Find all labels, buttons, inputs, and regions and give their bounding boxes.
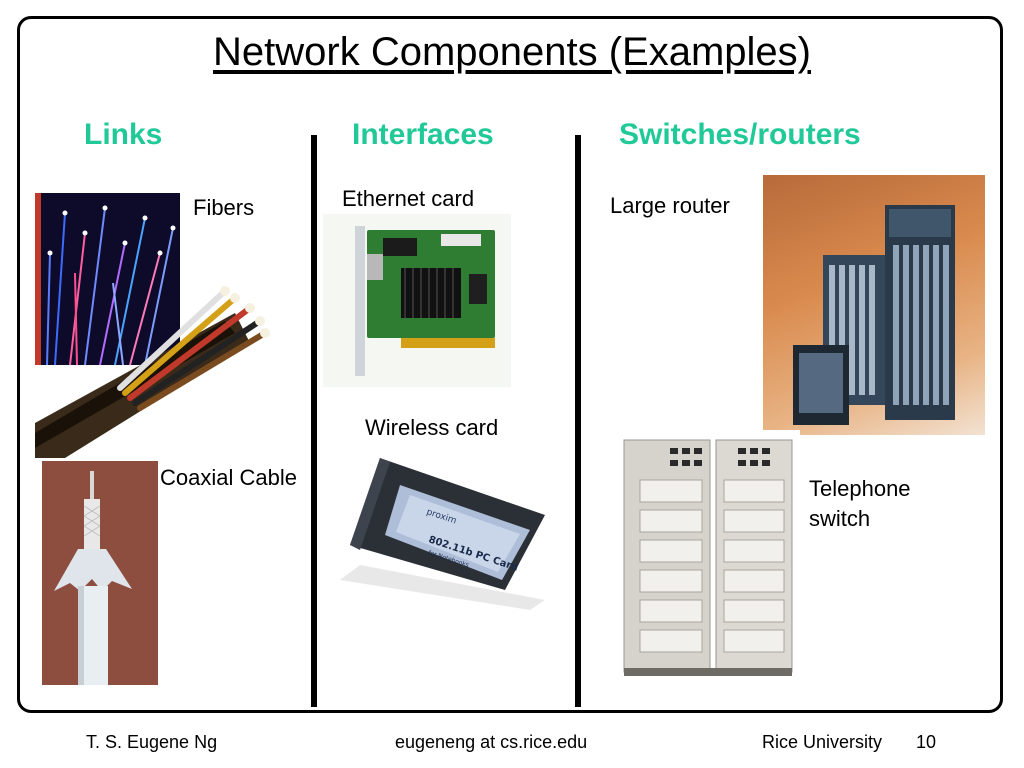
ethernet-card-image	[323, 214, 511, 387]
slide-title: Network Components (Examples)	[213, 30, 811, 74]
footer-page-number: 10	[916, 732, 937, 752]
slide-frame	[17, 16, 1003, 713]
column-divider-right	[575, 135, 581, 707]
label-fibers: Fibers	[193, 195, 255, 220]
label-telephone-switch-line1: Telephone	[809, 476, 911, 501]
label-telephone-switch-line2: switch	[809, 506, 871, 531]
fibers-image	[35, 193, 270, 458]
wireless-card-image: proxim 802.11b PC Card for Notebooks	[330, 450, 555, 620]
label-large-router: Large router	[610, 193, 730, 218]
coaxial-cable-image	[42, 461, 158, 685]
column-heading-interfaces: Interfaces	[352, 118, 494, 151]
label-wireless-card: Wireless card	[365, 415, 499, 440]
footer-email: eugeneng at cs.rice.edu	[395, 732, 588, 752]
column-divider-left	[311, 135, 317, 707]
column-heading-links: Links	[84, 118, 163, 151]
telephone-switch-image	[620, 430, 800, 685]
large-router-image	[763, 175, 985, 435]
label-coaxial-cable: Coaxial Cable	[160, 465, 297, 490]
label-telephone-switch: Telephone switch	[809, 474, 911, 534]
footer-organization: Rice University	[762, 732, 883, 752]
label-ethernet-card: Ethernet card	[342, 186, 475, 211]
footer-author: T. S. Eugene Ng	[86, 732, 218, 752]
column-heading-switches-routers: Switches/routers	[619, 118, 861, 151]
